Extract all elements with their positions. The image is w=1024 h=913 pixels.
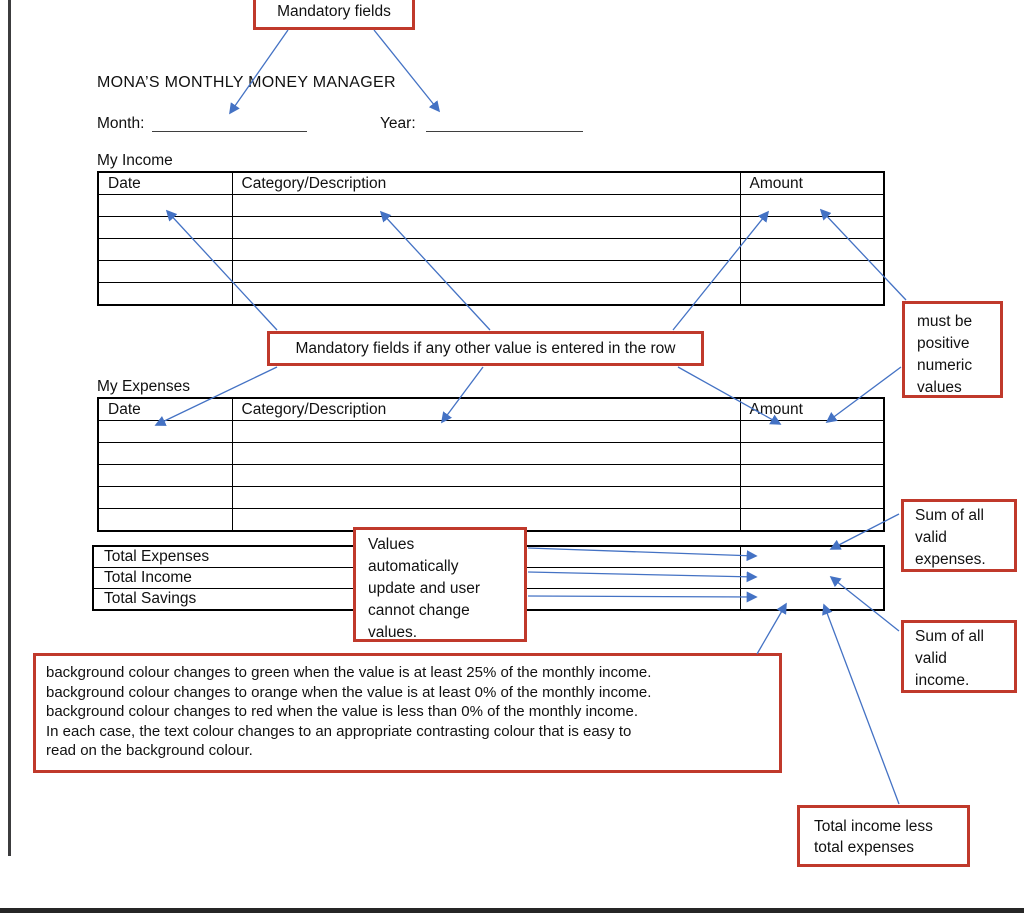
expenses-amount-cell [739, 508, 885, 532]
expenses-date-cell [97, 486, 233, 509]
income-amount-cell [739, 194, 885, 217]
income-header-row: Date Category/Description Amount [97, 171, 885, 195]
expenses-category-cell [231, 464, 741, 487]
expenses-date-cell [97, 464, 233, 487]
callout-mandatory-fields: Mandatory fields [253, 0, 415, 30]
page-left-margin-line [8, 0, 11, 856]
income-category-cell [231, 282, 741, 306]
income-header-date: Date [97, 171, 233, 195]
window-bottom-edge [0, 908, 1024, 913]
income-category-cell [231, 260, 741, 283]
income-amount-cell [739, 282, 885, 306]
income-date-cell [97, 260, 233, 283]
income-row [97, 194, 885, 217]
expenses-date-cell [97, 508, 233, 532]
income-header-amount: Amount [739, 171, 885, 195]
expenses-row [97, 442, 885, 465]
expenses-header-category: Category/Description [231, 397, 741, 421]
income-date-cell [97, 238, 233, 261]
income-amount-cell [739, 238, 885, 261]
month-blank-field [152, 131, 307, 132]
income-category-cell [231, 238, 741, 261]
callout-mandatory-row: Mandatory fields if any other value is e… [267, 331, 704, 366]
expenses-header-date: Date [97, 397, 233, 421]
expenses-header-row: Date Category/Description Amount [97, 397, 885, 421]
expenses-date-cell [97, 442, 233, 465]
income-table: Date Category/Description Amount [97, 171, 885, 306]
income-date-cell [97, 282, 233, 306]
income-header-category: Category/Description [231, 171, 741, 195]
year-blank-field [426, 131, 583, 132]
income-date-cell [97, 216, 233, 239]
expenses-row [97, 420, 885, 443]
expenses-amount-cell [739, 486, 885, 509]
expenses-row [97, 486, 885, 509]
expenses-row [97, 464, 885, 487]
income-row [97, 238, 885, 261]
expenses-section-label: My Expenses [97, 378, 191, 395]
total-income-value-cell [739, 567, 885, 589]
expenses-amount-cell [739, 420, 885, 443]
expenses-table: Date Category/Description Amount [97, 397, 885, 532]
expenses-header-amount: Amount [739, 397, 885, 421]
income-section-label: My Income [97, 152, 173, 169]
year-label: Year: [380, 115, 416, 132]
income-date-cell [97, 194, 233, 217]
total-savings-value-cell [739, 588, 885, 611]
expenses-category-cell [231, 486, 741, 509]
income-category-cell [231, 216, 741, 239]
arrow-mandatory-to-month [229, 29, 289, 115]
total-expenses-value-cell [739, 545, 885, 568]
page-title: MONA’S MONTHLY MONEY MANAGER [97, 74, 396, 91]
expenses-category-cell [231, 420, 741, 443]
callout-savings-rules: background colour changes to green when … [33, 653, 782, 773]
income-row [97, 282, 885, 306]
expenses-amount-cell [739, 464, 885, 487]
income-amount-cell [739, 260, 885, 283]
income-category-cell [231, 194, 741, 217]
month-label: Month: [97, 115, 145, 132]
income-row [97, 260, 885, 283]
expenses-category-cell [231, 442, 741, 465]
arrow-formula-to-savings-cell [822, 603, 900, 805]
income-amount-cell [739, 216, 885, 239]
expenses-date-cell [97, 420, 233, 443]
arrow-mandatory-to-year [373, 29, 441, 113]
expenses-amount-cell [739, 442, 885, 465]
arrow-rules-to-savings-cell [756, 602, 787, 655]
income-row [97, 216, 885, 239]
